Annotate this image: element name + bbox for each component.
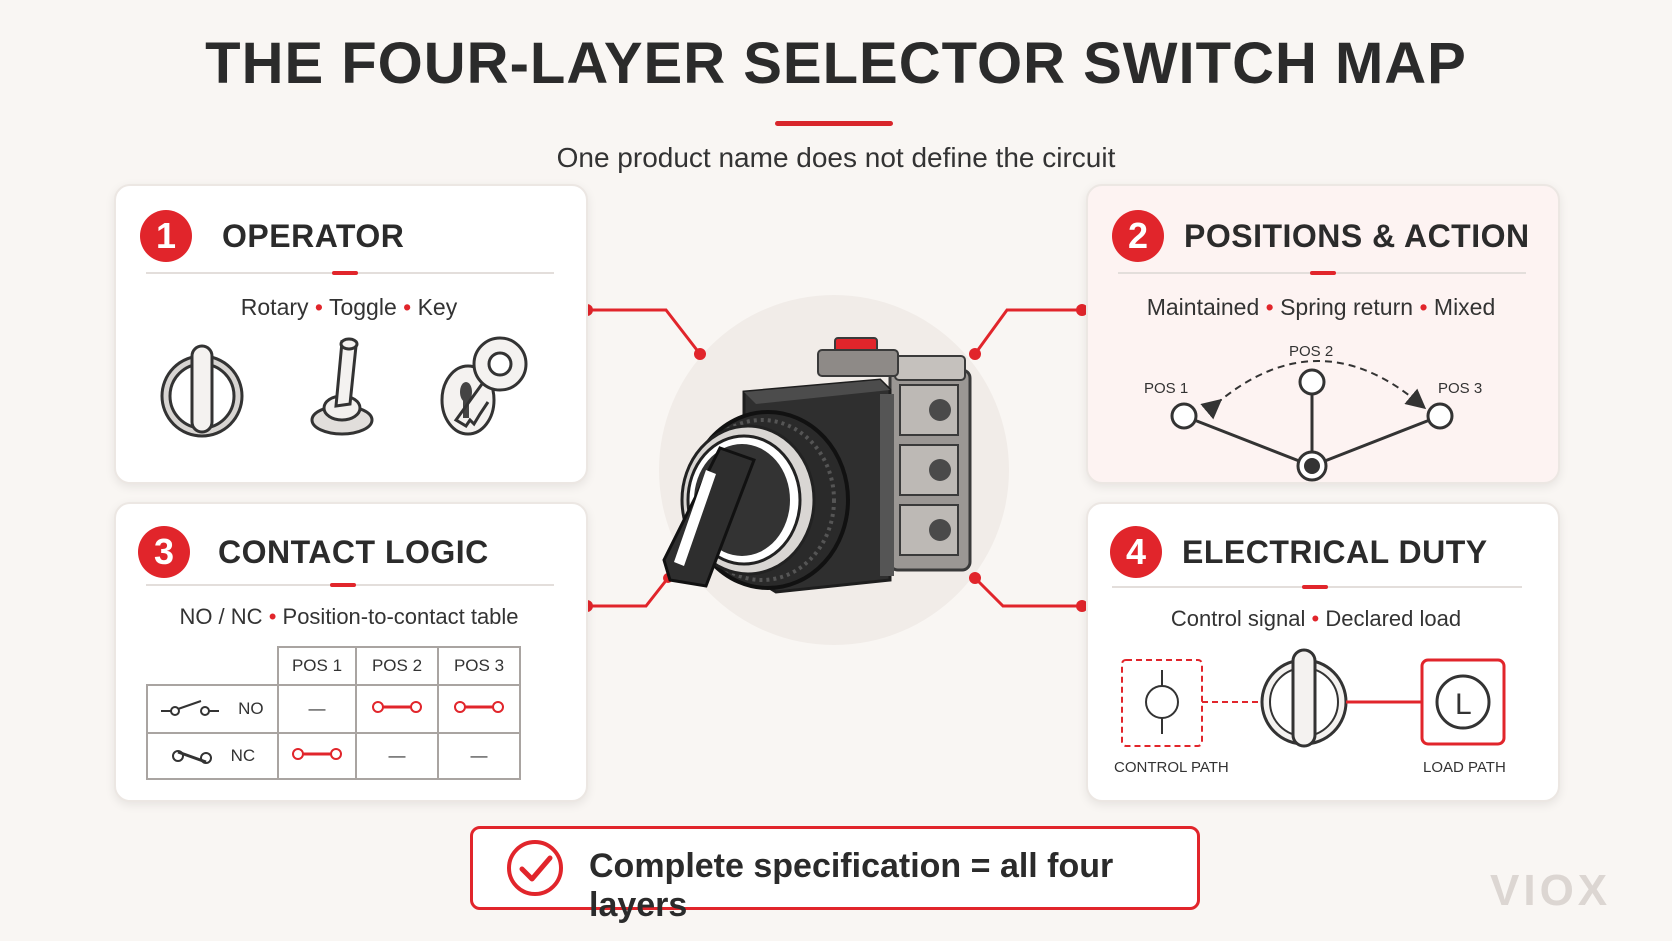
electrical-diagram: L CONTROL PATH LOAD PATH [1114,648,1506,776]
option-spring-return: Spring return [1280,294,1414,320]
option-rotary: Rotary [240,294,309,320]
electrical-card: 4 ELECTRICAL DUTY Control signal • Decla… [1086,502,1560,802]
row-label-no: NO [146,684,279,734]
cell-nc-pos2: — [355,732,439,780]
table-header-pos2: POS 2 [355,646,439,686]
closed-contact-icon [454,700,504,713]
toggle-switch-icon [310,337,374,436]
option-toggle: Toggle [328,294,397,320]
table-header-pos1: POS 1 [277,646,357,686]
operator-icons [160,336,528,438]
pos3-label: POS 3 [1438,380,1482,397]
card-divider-accent [332,271,358,275]
operator-card: 1 OPERATOR Rotary • Toggle • Key [114,184,588,484]
contact-card: 3 CONTACT LOGIC NO / NC • Position-to-co… [114,502,588,802]
option-control-signal: Control signal [1170,606,1306,631]
table-header-pos3: POS 3 [437,646,521,686]
card-number-badge: 1 [140,210,192,262]
nc-contact-icon [171,750,212,765]
card-divider-accent [1310,271,1336,275]
summary-banner: Complete specification = all four layers [470,826,1200,924]
contact-table: POS 1 POS 2 POS 3 NO — NC — — [146,646,521,780]
table-row: NO — [146,684,521,734]
pos2-label: POS 2 [1289,343,1333,360]
connector-operator [587,308,702,355]
table-row: NC — — [146,732,521,780]
option-position-table: Position-to-contact table [282,604,519,629]
row-label-nc: NC [146,732,279,780]
load-symbol: L [1455,688,1472,721]
electrical-options: Control signal • Declared load [1170,606,1462,631]
page-title: THE FOUR-LAYER SELECTOR SWITCH MAP [205,31,1467,96]
rotary-knob-icon [160,344,244,438]
option-declared-load: Declared load [1325,606,1462,631]
key-icon [440,336,528,436]
no-contact-icon [161,700,220,717]
card-title: POSITIONS & ACTION [1184,218,1530,254]
load-path-box [1420,658,1506,746]
connector-contact [587,577,670,608]
operator-options: Rotary • Toggle • Key [240,294,458,320]
card-title: CONTACT LOGIC [218,534,489,570]
positions-card: 2 POSITIONS & ACTION Maintained • Spring… [1086,184,1560,484]
page-subtitle: One product name does not define the cir… [556,142,1116,173]
connector-lines [587,308,1082,608]
control-contact-icon [1145,685,1179,719]
cell-no-pos1: — [277,684,357,734]
check-circle-icon [507,840,563,896]
summary-text: Complete specification = all four layers [589,847,1114,924]
connector-positions [973,308,1082,355]
cell-nc-pos3: — [437,732,521,780]
selector-switch-illustration [662,337,972,594]
brand-logo: VIOX [1490,866,1612,915]
closed-contact-icon [292,747,342,760]
card-number-badge: 4 [1110,526,1162,578]
connector-electrical [973,576,1082,608]
position-arc [1200,360,1427,420]
title-underline [775,121,893,126]
card-divider-accent [330,583,356,587]
control-path-label: CONTROL PATH [1114,759,1229,776]
cell-no-pos2 [355,684,439,734]
cell-no-pos3 [437,684,521,734]
option-no-nc: NO / NC [179,604,263,629]
contact-options: NO / NC • Position-to-contact table [179,604,519,629]
card-number-badge: 2 [1112,210,1164,262]
cell-nc-pos1 [277,732,357,780]
option-maintained: Maintained [1146,294,1260,320]
pos1-label: POS 1 [1144,380,1188,397]
positions-diagram: POS 1 POS 2 POS 3 [1144,343,1482,482]
load-icon [1435,674,1491,730]
option-mixed: Mixed [1433,294,1496,320]
control-path-box [1121,659,1203,747]
positions-options: Maintained • Spring return • Mixed [1146,294,1496,320]
card-number-badge: 3 [138,526,190,578]
option-key: Key [417,294,458,320]
card-title: ELECTRICAL DUTY [1182,534,1488,570]
card-divider-accent [1302,585,1328,589]
card-title: OPERATOR [222,218,405,254]
load-path-label: LOAD PATH [1423,759,1506,776]
closed-contact-icon [372,700,422,713]
